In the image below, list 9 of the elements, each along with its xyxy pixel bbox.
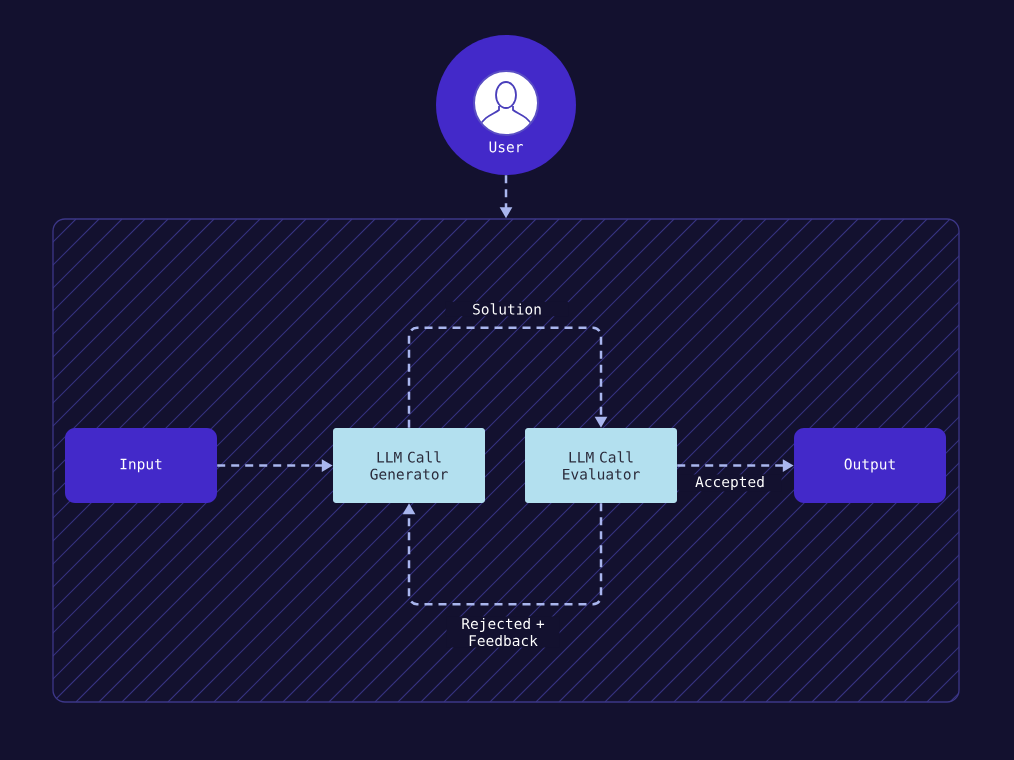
process-box: LLM Call Generator <box>333 428 485 503</box>
hatched-region <box>52 218 960 703</box>
terminal-box: Input <box>65 428 217 503</box>
edge-label: Accepted <box>678 474 782 492</box>
terminal-box: Output <box>794 428 946 503</box>
edge-label: Rejected + Feedback <box>446 616 560 648</box>
dashed-arrow <box>407 326 608 428</box>
dashed-arrow <box>402 503 603 606</box>
process-box: LLM Call Evaluator <box>525 428 677 503</box>
